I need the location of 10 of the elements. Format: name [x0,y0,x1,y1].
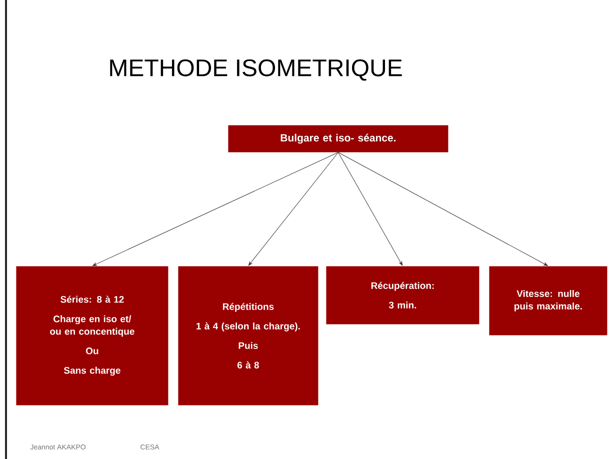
title: METHODE ISOMETRIQUE [110,59,402,81]
arrow [248,152,338,266]
arrow [92,152,338,266]
arrow [338,152,548,266]
process-box: Récupération: 3 min. [326,266,480,324]
process-box: Vitesse: nulle puis maximale. [489,266,608,336]
arrow [338,152,403,266]
process-box: Séries: 8 à 12 Charge en iso et/ ou en concentique Ou Sans charge [16,266,168,406]
process-box: Répétitions 1 à 4 (selon la charge). Puis 6 à 8 [178,266,318,406]
process-box: Bulgare et iso- séance. [228,125,448,152]
